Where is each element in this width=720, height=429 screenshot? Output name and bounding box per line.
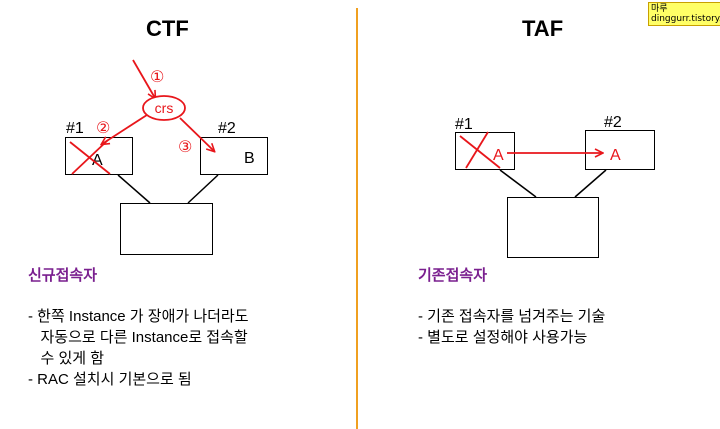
- ctf-shared-storage: [120, 203, 213, 255]
- taf-node2-label: #2: [604, 114, 622, 131]
- blog-logo: 마루 dinggurr.tistory.com: [648, 2, 720, 26]
- ctf-node2-instance: B: [244, 150, 255, 167]
- blog-logo-url: dinggurr.tistory.com: [651, 14, 720, 24]
- ctf-node1-cross-b: [71, 139, 109, 175]
- taf-node2-instance: A: [610, 147, 621, 164]
- ctf-arrow-client-to-crs: [132, 59, 155, 98]
- ctf-bullet-item: - 한쪽 Instance 가 장애가 나더라도: [28, 308, 249, 325]
- ctf-node2-label: #2: [218, 120, 236, 137]
- taf-bullet-list: - 기존 접속자를 넘겨주는 기술 - 별도로 설정해야 사용가능: [418, 306, 605, 348]
- blog-logo-name: 마루: [651, 4, 668, 14]
- ctf-arrow-crs-to-node2: [179, 117, 214, 151]
- taf-bullet-item: - 기존 접속자를 넘겨주는 기술: [418, 308, 606, 325]
- taf-shared-storage: [507, 197, 599, 258]
- taf-node1-label: #1: [455, 116, 473, 133]
- ctf-node1-label: #1: [66, 120, 84, 137]
- taf-node1-cross-b: [465, 131, 489, 169]
- crs-label: crs: [155, 100, 174, 116]
- ctf-step-1: ①: [150, 69, 164, 86]
- taf-node1-instance: A: [493, 147, 504, 164]
- taf-node1-cross-a: [459, 135, 501, 169]
- ctf-title: CTF: [146, 16, 189, 41]
- ctf-bullet-item: - RAC 설치시 기본으로 됨: [28, 371, 192, 388]
- ctf-node1-instance: A: [92, 152, 103, 169]
- ctf-arrow-crs-to-node1: [102, 112, 151, 144]
- taf-bullet-item: - 별도로 설정해야 사용가능: [418, 329, 588, 346]
- ctf-node1-box: [65, 137, 133, 175]
- ctf-subtitle: 신규접속자: [28, 267, 98, 284]
- taf-subtitle: 기존접속자: [418, 267, 488, 284]
- ctf-step-3: ③: [178, 139, 192, 156]
- crs-ellipse: [142, 95, 186, 121]
- ctf-link-node2-storage: [187, 174, 219, 204]
- ctf-bullet-item: 수 있게 함: [28, 350, 105, 367]
- ctf-step-2: ②: [96, 120, 110, 137]
- taf-title: TAF: [522, 16, 564, 41]
- taf-link-node2-storage: [574, 169, 607, 198]
- ctf-link-node1-storage: [117, 174, 151, 204]
- ctf-bullet-list: - 한쪽 Instance 가 장애가 나더라도 자동으로 다른 Instanc…: [28, 306, 249, 390]
- taf-link-node1-storage: [499, 169, 537, 198]
- ctf-bullet-item: 자동으로 다른 Instance로 접속할: [28, 329, 248, 346]
- center-divider: [356, 8, 358, 429]
